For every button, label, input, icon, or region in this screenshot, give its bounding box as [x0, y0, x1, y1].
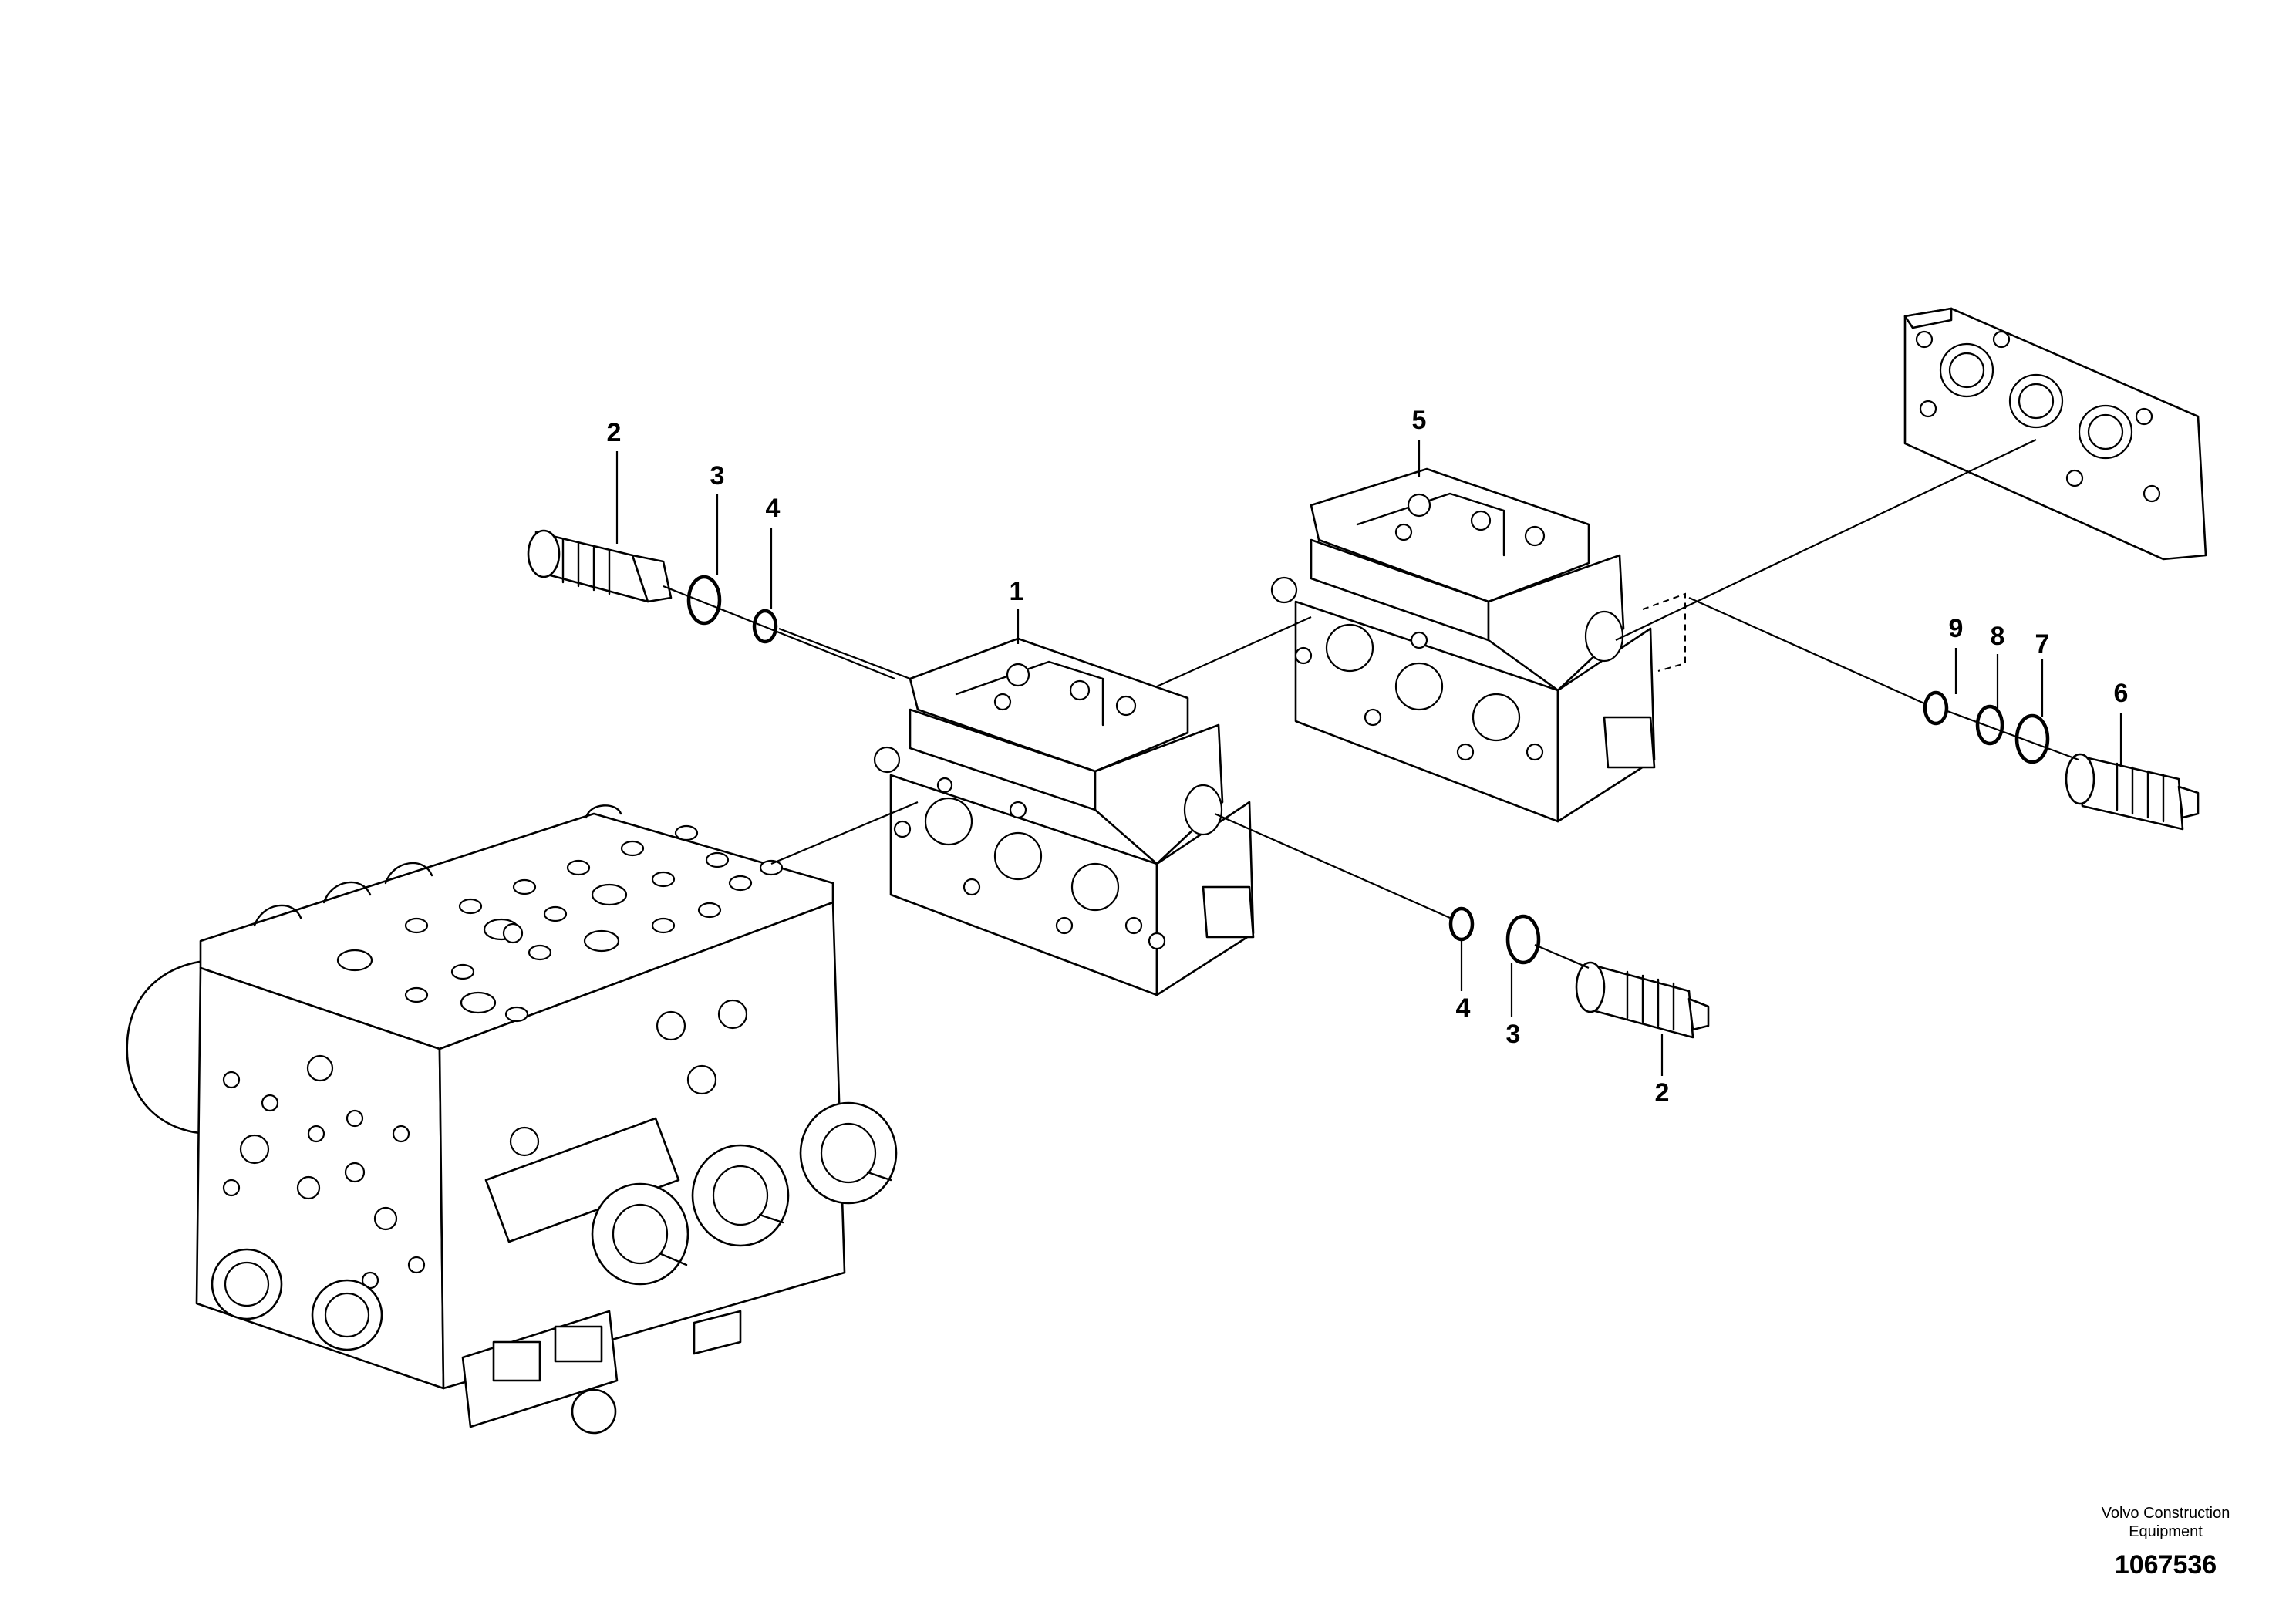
- top-face-ports: [336, 824, 784, 1023]
- oring-4-top: [752, 609, 778, 644]
- relief-valve-bottom-right: [1575, 961, 1710, 1039]
- credit-line-1: Volvo Construction: [2102, 1505, 2230, 1522]
- oring-4-bottom: [1448, 906, 1475, 942]
- explosion-lines: [663, 439, 2079, 969]
- callout-1: 1: [1010, 577, 1024, 606]
- main-control-valve-assembly: [126, 804, 898, 1435]
- relief-valve-top-left: [527, 529, 673, 603]
- oring-8: [1975, 704, 2004, 746]
- relief-valve-right: [2065, 753, 2200, 831]
- callout-4-bottom: 4: [1456, 993, 1471, 1023]
- solenoid-block: [461, 1310, 742, 1435]
- credit-line-2: Equipment: [2129, 1523, 2203, 1540]
- callout-3-top: 3: [710, 461, 725, 491]
- spool-caps: [484, 999, 898, 1286]
- drawing-number: 1067536: [2115, 1550, 2217, 1580]
- callout-2-top: 2: [607, 418, 622, 447]
- callout-4-top: 4: [766, 494, 781, 523]
- left-face-ports: [222, 1054, 426, 1290]
- oring-9: [1923, 690, 1949, 726]
- title-block: Volvo Construction Equipment 1067536: [2102, 1505, 2230, 1580]
- callout-labels: 2 3 4 1 5 9 8 7 6 4 3 2: [607, 406, 2129, 1108]
- callout-8: 8: [1991, 622, 2005, 651]
- oring-7: [2014, 713, 2050, 764]
- callout-3-bottom: 3: [1506, 1020, 1521, 1049]
- left-face-plugs: [211, 1248, 383, 1351]
- end-cover-plate: [1903, 307, 2207, 561]
- valve-section-5: [1270, 467, 1656, 823]
- oring-3-top: [686, 575, 722, 626]
- callout-6: 6: [2114, 679, 2129, 708]
- callout-5: 5: [1412, 406, 1427, 435]
- valve-section-1: [873, 637, 1255, 996]
- oring-3-bottom: [1505, 914, 1541, 965]
- o-rings: [686, 575, 2050, 965]
- callout-7: 7: [2035, 629, 2050, 659]
- callout-9: 9: [1949, 614, 1964, 643]
- callout-leaders: [615, 440, 2122, 1076]
- callout-2-bottom: 2: [1655, 1078, 1670, 1108]
